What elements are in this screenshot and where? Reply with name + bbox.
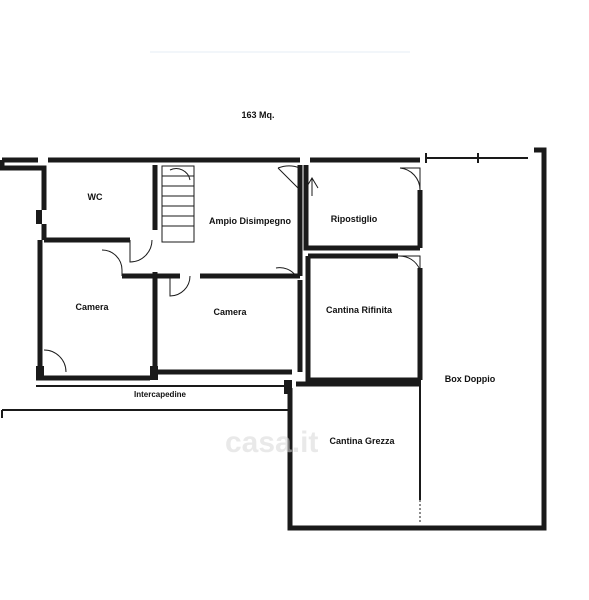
room-label-ripostiglio: Ripostiglio [331, 214, 378, 224]
walls [0, 147, 547, 531]
room-label-ampio-disimpegno: Ampio Disimpegno [209, 216, 292, 226]
area-label: 163 Mq. [241, 110, 274, 120]
watermark: casa.it [225, 426, 318, 459]
room-label-cantina-rifinita: Cantina Rifinita [326, 305, 393, 315]
doors [43, 165, 421, 373]
room-label-cantina-grezza: Cantina Grezza [329, 436, 395, 446]
stairs [161, 165, 319, 243]
room-label-intercapedine: Intercapedine [134, 390, 187, 399]
room-label-box-doppio: Box Doppio [445, 374, 496, 384]
room-label-wc: WC [88, 192, 103, 202]
room-label-camera-left: Camera [75, 302, 109, 312]
room-label-camera-center: Camera [213, 307, 247, 317]
